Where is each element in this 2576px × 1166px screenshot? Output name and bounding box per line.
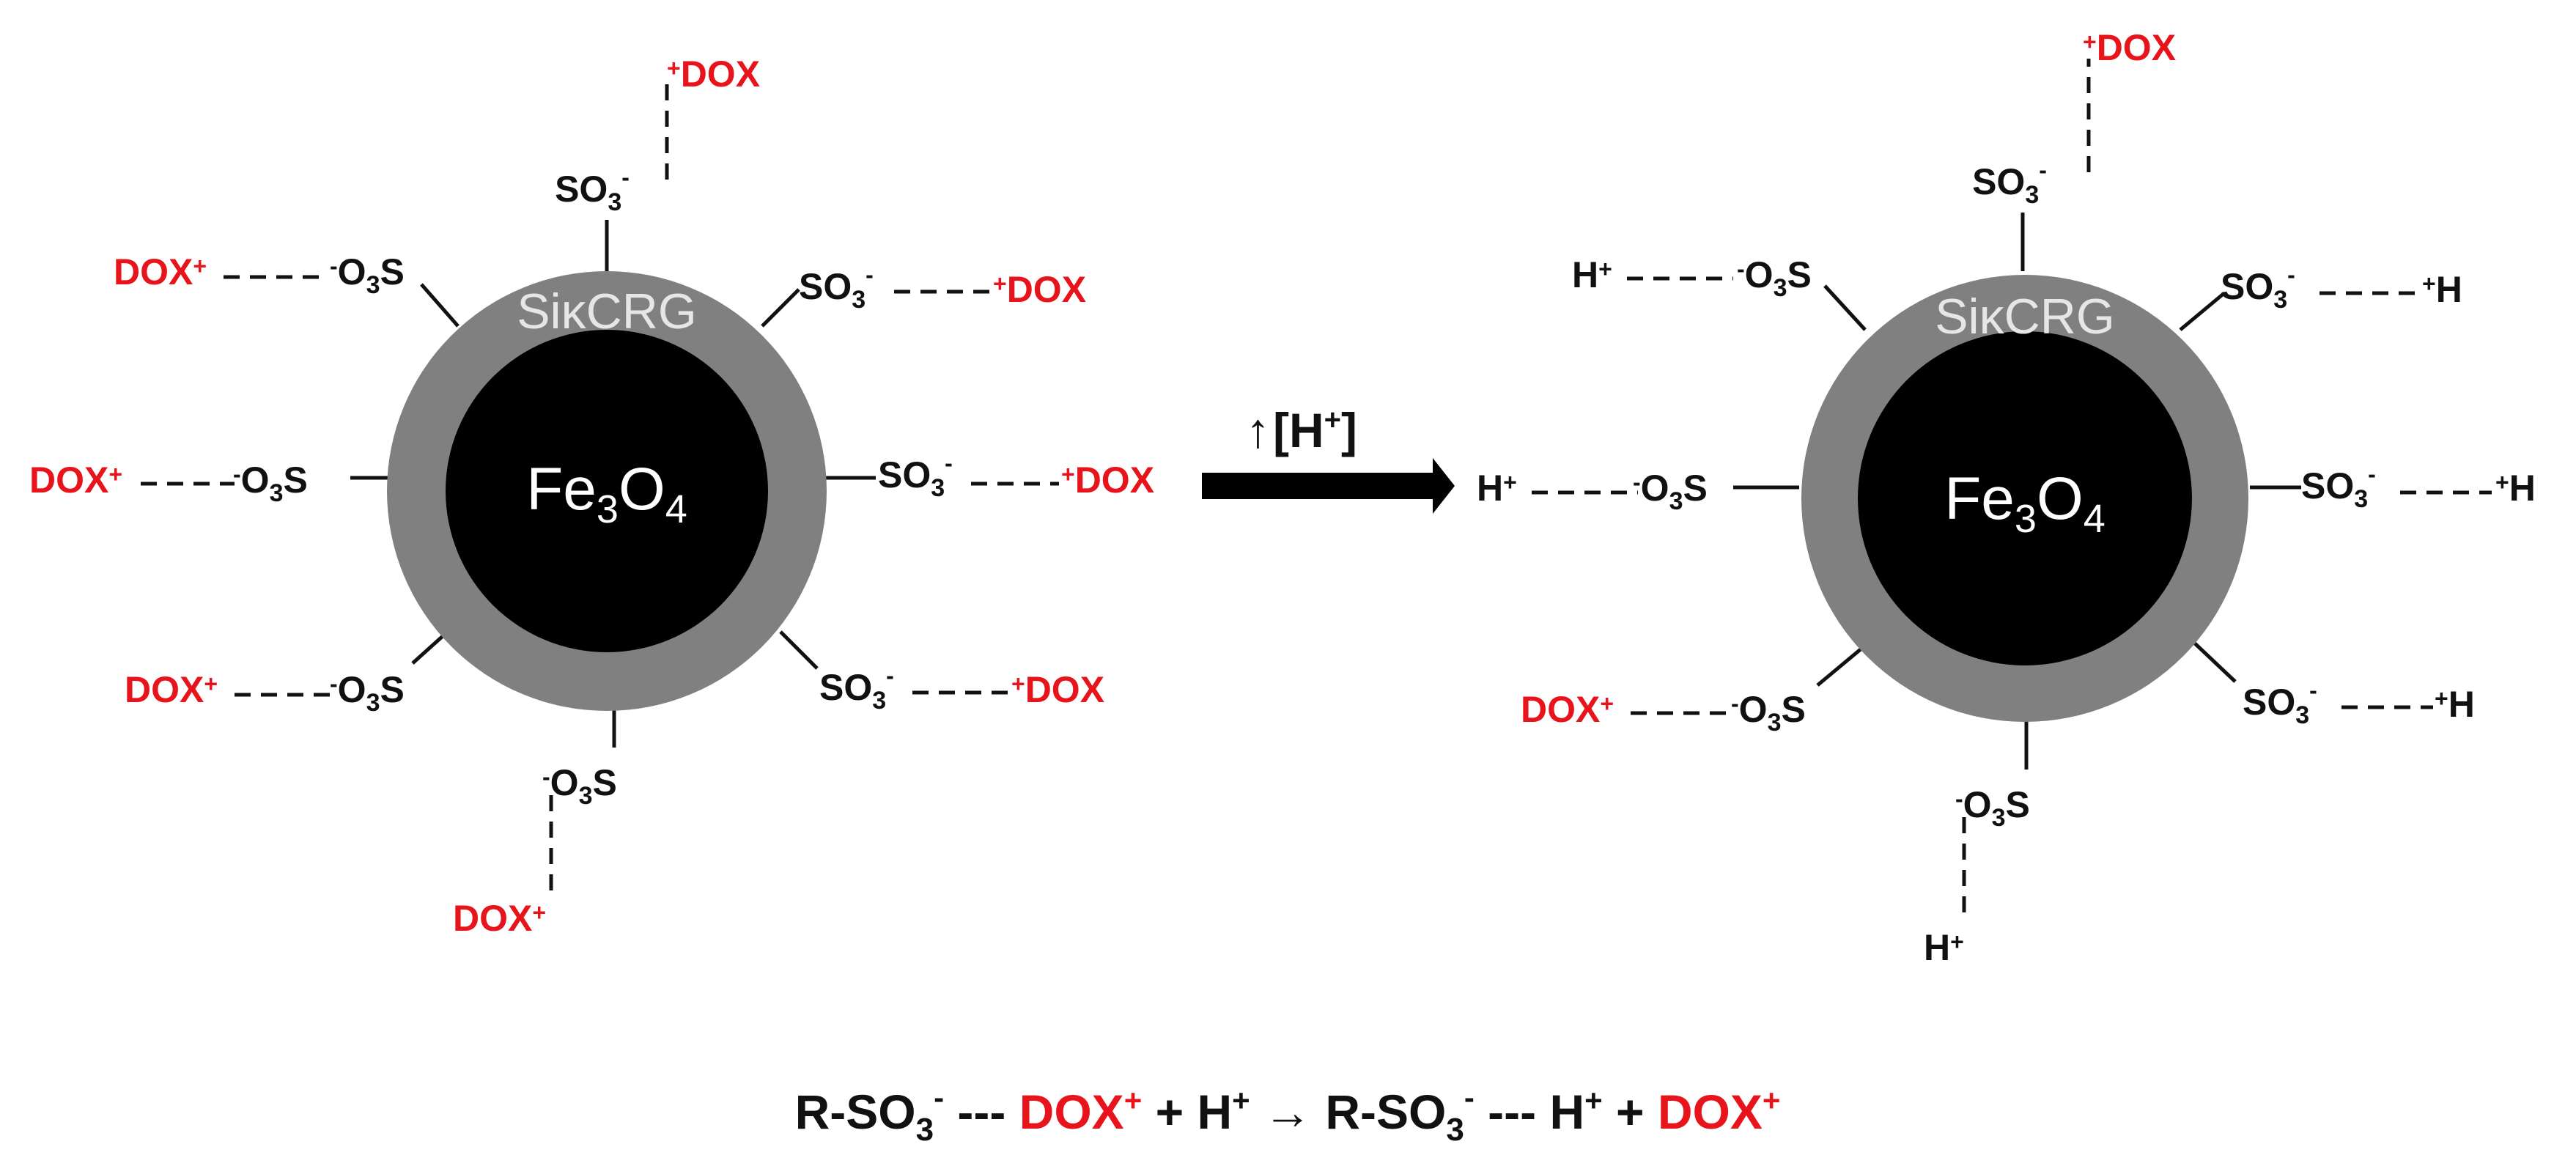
arrow-condition: ↑[H+]: [1246, 403, 1357, 457]
right-shell-label: SiκCRG: [1935, 289, 2115, 344]
right-bottom-sulfonate: -O3S: [1955, 784, 2030, 832]
right-bottomright-sulfonate: SO3-: [2243, 677, 2317, 729]
right-bottomright-proton: +H: [2435, 684, 2475, 725]
right-right-proton: +H: [2495, 468, 2536, 509]
right-right-sulfonate: SO3-: [2301, 461, 2376, 513]
right-nanoparticle: SiκCRG Fe3O4 SO3- +DOX H+ -O3S SO3- +H H…: [1477, 27, 2536, 968]
left-top-dox: +DOX: [667, 53, 760, 95]
left-topright-dox: +DOX: [993, 269, 1086, 310]
right-bottomleft-dox: DOX+: [1521, 689, 1614, 730]
left-bottomright-dox: +DOX: [1011, 669, 1104, 710]
right-left-sulfonate: -O3S: [1633, 468, 1708, 515]
reaction-arrow: ↑[H+]: [1202, 403, 1455, 514]
left-bottomleft-sulfonate: -O3S: [330, 669, 405, 717]
right-top-dox: +DOX: [2083, 27, 2176, 68]
stem-top-right: [2179, 292, 2226, 331]
right-core-label: Fe3O4: [1944, 465, 2106, 541]
stem-top-left: [1823, 284, 1867, 331]
right-topright-sulfonate: SO3-: [2221, 262, 2295, 314]
arrow-shaft: [1202, 473, 1436, 499]
right-bottom-proton: H+: [1924, 927, 1964, 968]
reaction-equation: R-SO3- --- DOX+ + H+ → R-SO3- --- H+ + D…: [795, 1080, 1781, 1148]
right-topright-proton: +H: [2422, 269, 2462, 310]
left-nanoparticle: SiκCRG Fe3O4 SO3- +DOX DOX+ -O3S SO3- +D…: [29, 53, 1154, 939]
left-right-dox: +DOX: [1061, 460, 1154, 501]
arrow-head: [1433, 458, 1455, 514]
stem-top-right: [761, 288, 800, 328]
right-left-proton: H+: [1477, 468, 1517, 509]
left-topright-sulfonate: SO3-: [799, 262, 874, 314]
left-bottomleft-dox: DOX+: [125, 669, 218, 710]
left-bottomright-sulfonate: SO3-: [819, 663, 894, 715]
right-core: [1858, 331, 2192, 665]
left-shell-label: SiκCRG: [517, 284, 697, 339]
right-topleft-sulfonate: -O3S: [1737, 254, 1812, 302]
stem-bottom-right: [779, 630, 819, 670]
right-topleft-proton: H+: [1572, 254, 1612, 295]
stem-bottom-right: [2193, 642, 2237, 683]
left-core-label: Fe3O4: [526, 456, 687, 531]
left-top-sulfonate: SO3-: [555, 164, 630, 216]
right-bottomleft-sulfonate: -O3S: [1731, 689, 1806, 737]
stem-top-left: [420, 283, 460, 328]
left-left-sulfonate: -O3S: [233, 460, 308, 507]
left-core: [446, 330, 768, 652]
left-bottom-sulfonate: -O3S: [542, 762, 617, 810]
left-right-sulfonate: SO3-: [878, 450, 953, 502]
left-bottom-dox: DOX+: [453, 898, 546, 939]
left-topleft-dox: DOX+: [114, 251, 207, 292]
right-top-sulfonate: SO3-: [1972, 157, 2047, 209]
left-topleft-sulfonate: -O3S: [330, 251, 405, 299]
stem-bottom-left: [1816, 647, 1863, 687]
left-left-dox: DOX+: [29, 460, 122, 501]
